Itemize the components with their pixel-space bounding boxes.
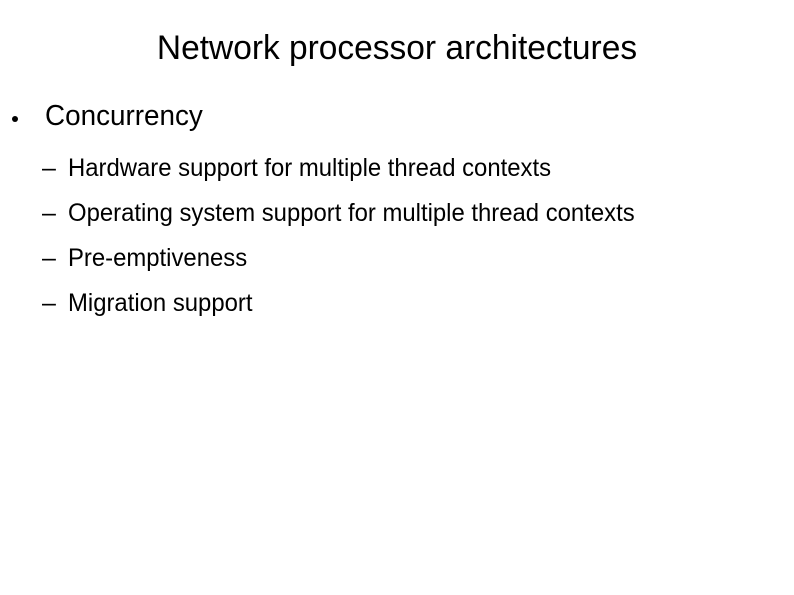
- page-title: Network processor architectures: [156, 29, 638, 67]
- bullet-level1-label: Concurrency: [45, 100, 203, 132]
- bullet-level2-label: Operating system support for multiple th…: [68, 199, 635, 227]
- dash-icon: –: [42, 154, 56, 182]
- bullet-level2-label: Migration support: [68, 289, 253, 317]
- bullet-level2-label: Hardware support for multiple thread con…: [68, 154, 552, 182]
- dash-icon: –: [42, 289, 56, 317]
- bullet-level2-os-support: – Operating system support for multiple …: [0, 198, 794, 243]
- dash-icon: –: [42, 244, 56, 272]
- bullet-level2-migration-support: – Migration support: [0, 288, 794, 333]
- dash-icon: –: [42, 199, 56, 227]
- bullet-level2-label: Pre-emptiveness: [68, 244, 248, 272]
- bullet-level2-pre-emptiveness: – Pre-emptiveness: [0, 243, 794, 288]
- bullet-level2-list: – Hardware support for multiple thread c…: [0, 153, 794, 333]
- bullet-level2-hardware-support: – Hardware support for multiple thread c…: [0, 153, 794, 198]
- slide-content-body: Concurrency – Hardware support for multi…: [0, 100, 794, 333]
- bullet-dot-icon: [12, 116, 18, 122]
- bullet-level1-concurrency: Concurrency: [0, 100, 794, 145]
